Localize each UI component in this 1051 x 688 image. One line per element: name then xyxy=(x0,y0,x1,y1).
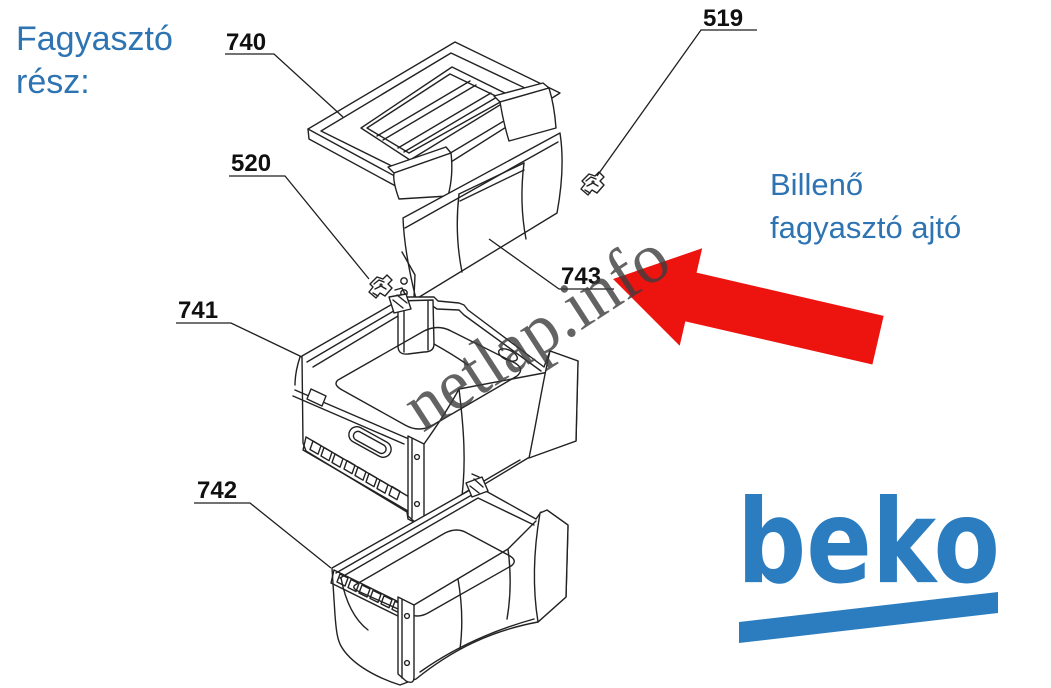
door-annotation: Billenő fagyasztó ajtó xyxy=(770,163,961,249)
rail-teeth xyxy=(330,569,410,621)
part-label-520: 520 xyxy=(231,150,271,177)
leader-line-740 xyxy=(225,53,344,118)
part-label-519: 519 xyxy=(703,5,743,32)
leader-line-741 xyxy=(176,322,303,358)
part-743-door-drawing xyxy=(400,132,563,300)
rail-bracket xyxy=(306,388,327,407)
beko-logo-text: beko xyxy=(737,475,1000,610)
door-annotation-line2: fagyasztó ajtó xyxy=(770,210,962,246)
door-annotation-line1: Billenő xyxy=(770,167,864,202)
page-title-line1: Fagyasztó xyxy=(16,20,173,58)
part-741-drawer-drawing xyxy=(292,287,579,528)
leader-line-743 xyxy=(488,238,614,290)
page-title-line2: rész: xyxy=(16,62,90,101)
rim-slot xyxy=(497,348,519,362)
part-742-drawer-drawing xyxy=(330,473,569,686)
page-title: Fagyasztó rész: xyxy=(16,18,173,104)
leader-line-519 xyxy=(596,29,757,177)
beko-logo-underline xyxy=(739,592,998,643)
part-callouts: 740 519 520 741 742 743 xyxy=(176,5,757,569)
part-label-740: 740 xyxy=(226,29,266,56)
leader-line-742 xyxy=(194,502,332,569)
drawer-handle xyxy=(348,426,392,458)
red-arrow xyxy=(613,248,884,365)
rail-teeth xyxy=(302,436,412,512)
beko-logo: beko xyxy=(737,475,1000,643)
door-hinge-pin xyxy=(400,277,408,285)
part-label-743: 743 xyxy=(561,263,601,290)
part-label-742: 742 xyxy=(197,477,237,504)
clip-519-drawing xyxy=(580,171,605,196)
leader-line-520 xyxy=(229,175,370,280)
part-label-741: 741 xyxy=(178,297,218,324)
clip-520-drawing xyxy=(368,274,393,299)
